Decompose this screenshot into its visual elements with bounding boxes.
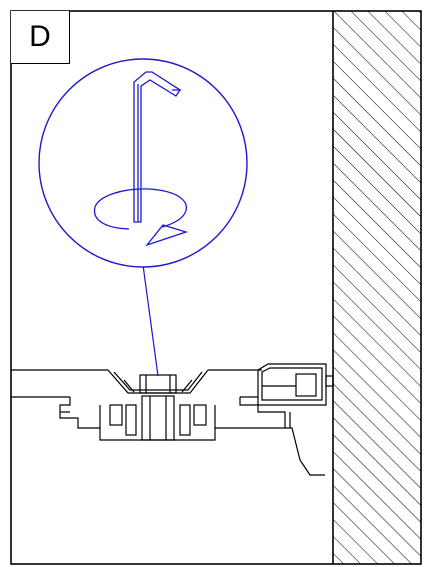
panel-slab [11,369,262,398]
connector-fitting [107,369,209,394]
wall-section [332,11,421,564]
wall-rail-clip [257,363,334,406]
step-label: D [11,11,70,64]
hex-key-icon [133,71,181,223]
rotate-clockwise-icon [93,188,189,247]
detail-callout-circle [38,58,248,268]
base-profile [59,395,325,476]
detail-leader-line [142,264,159,377]
